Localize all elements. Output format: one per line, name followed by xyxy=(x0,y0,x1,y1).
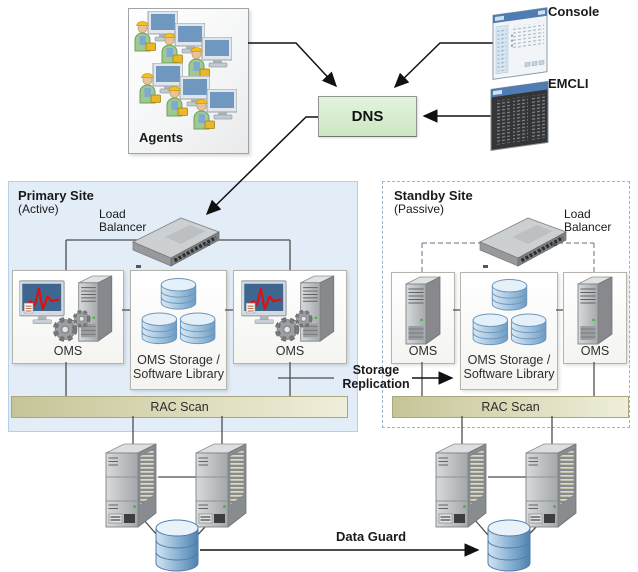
standby-rac-scan-bar: RAC Scan xyxy=(392,396,629,418)
primary-storage-label: OMS Storage / Software Library xyxy=(132,352,224,382)
standby-oms-left-box: OMS xyxy=(391,272,455,364)
arrow-console-to-dns xyxy=(393,42,493,89)
primary-oms-right-label: OMS xyxy=(275,344,305,358)
agents-label: Agents xyxy=(139,130,184,145)
standby-oms-right-label: OMS xyxy=(580,344,610,358)
terminal-window-icon xyxy=(487,74,553,154)
primary-oms-left-box: OMS xyxy=(12,270,124,364)
primary-oms-right-box: OMS xyxy=(233,270,347,364)
console-label: Console xyxy=(548,4,600,19)
primary-rac-scan-bar: RAC Scan xyxy=(11,396,348,418)
primary-site-mode: (Active) xyxy=(18,202,59,216)
browser-window-icon xyxy=(488,0,554,80)
standby-load-balancer-icon xyxy=(474,210,570,270)
standby-db-server-1-icon xyxy=(434,443,488,533)
primary-oms-left-label: OMS xyxy=(53,344,83,358)
standby-oms-left-label: OMS xyxy=(408,344,438,358)
dns-node: DNS xyxy=(318,96,417,137)
primary-site-title: Primary Site xyxy=(18,188,94,203)
standby-storage-box: OMS Storage / Software Library xyxy=(460,272,558,390)
dns-label: DNS xyxy=(351,108,384,125)
data-guard-label: Data Guard xyxy=(336,529,407,544)
agents-group-box: Agents xyxy=(128,8,249,154)
storage-replication-label: Storage Replication xyxy=(342,363,410,391)
primary-db-server-1-icon xyxy=(104,443,158,533)
emcli-label: EMCLI xyxy=(548,76,589,91)
standby-database-icon xyxy=(486,519,532,572)
arrow-dns-to-load-balancer xyxy=(205,116,318,216)
primary-database-icon xyxy=(154,519,200,572)
primary-load-balancer-label: Load Balancer xyxy=(99,207,147,235)
standby-site-mode: (Passive) xyxy=(394,202,445,216)
primary-db-server-2-icon xyxy=(194,443,248,533)
standby-oms-right-box: OMS xyxy=(563,272,627,364)
standby-site-title: Standby Site xyxy=(394,188,473,203)
standby-load-balancer-label: Load Balancer xyxy=(564,207,612,235)
standby-db-server-2-icon xyxy=(524,443,578,533)
primary-storage-box: OMS Storage / Software Library xyxy=(130,270,227,390)
standby-storage-label: OMS Storage / Software Library xyxy=(463,352,555,382)
arrow-agents-to-dns xyxy=(248,42,338,88)
